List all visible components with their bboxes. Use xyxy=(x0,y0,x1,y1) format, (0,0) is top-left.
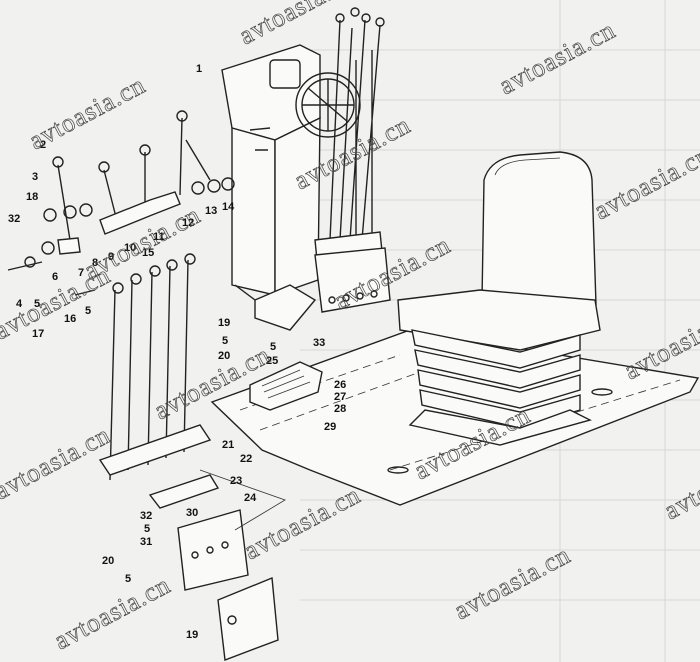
callout-31: 31 xyxy=(140,536,152,548)
callout-30: 30 xyxy=(186,507,198,519)
callout-20: 20 xyxy=(218,350,230,362)
callout-32b: 32 xyxy=(140,510,152,522)
callout-1: 1 xyxy=(196,63,202,75)
callout-14: 14 xyxy=(222,201,235,213)
watermark: avtoasia.cn xyxy=(449,540,575,625)
watermark: avtoasia.cn xyxy=(0,420,115,505)
operator-seat xyxy=(397,151,601,446)
callout-8: 8 xyxy=(92,257,98,269)
callout-labels: 1 2 3 18 32 4 5 6 7 8 9 10 11 12 13 14 1… xyxy=(8,63,346,641)
callout-10: 10 xyxy=(124,242,136,254)
callout-33: 33 xyxy=(313,337,325,349)
callout-27: 27 xyxy=(334,391,346,403)
callout-15: 15 xyxy=(142,247,154,259)
callout-5: 5 xyxy=(34,298,40,310)
callout-32: 32 xyxy=(8,213,20,225)
callout-11: 11 xyxy=(153,231,165,243)
watermark: avtoasia.cn xyxy=(589,140,700,225)
callout-5f: 5 xyxy=(125,573,131,585)
callout-5c: 5 xyxy=(222,335,228,347)
lever-linkage xyxy=(7,110,286,661)
callout-7: 7 xyxy=(78,267,84,279)
pedal-bracket xyxy=(249,361,323,411)
callout-2: 2 xyxy=(40,139,46,151)
watermark: avtoasia.cn xyxy=(239,480,365,565)
callout-29: 29 xyxy=(324,421,336,433)
callout-18: 18 xyxy=(26,191,38,203)
callout-21: 21 xyxy=(222,439,234,451)
callout-19: 19 xyxy=(218,317,230,329)
control-valve-assembly xyxy=(314,7,391,313)
steering-console xyxy=(221,44,361,331)
callout-20b: 20 xyxy=(102,555,114,567)
callout-4: 4 xyxy=(16,298,23,310)
watermark: avtoasia.cn xyxy=(49,570,175,655)
callout-16: 16 xyxy=(64,313,76,325)
callout-3: 3 xyxy=(32,171,38,183)
callout-17: 17 xyxy=(32,328,44,340)
callout-24: 24 xyxy=(244,492,257,504)
callout-5e: 5 xyxy=(144,523,150,535)
watermark: avtoasia.cn xyxy=(234,0,360,50)
callout-25: 25 xyxy=(266,355,278,367)
callout-6: 6 xyxy=(52,271,58,283)
watermark: avtoasia.cn xyxy=(494,15,620,100)
callout-26: 26 xyxy=(334,379,346,391)
callout-12: 12 xyxy=(182,217,194,229)
callout-19b: 19 xyxy=(186,629,198,641)
watermark: avtoasia.cn xyxy=(24,70,150,155)
callout-9: 9 xyxy=(108,251,114,263)
callout-5d: 5 xyxy=(270,341,276,353)
callout-28: 28 xyxy=(334,403,346,415)
callout-23: 23 xyxy=(230,475,242,487)
callout-22: 22 xyxy=(240,453,252,465)
callout-5b: 5 xyxy=(85,305,91,317)
callout-13: 13 xyxy=(205,205,217,217)
